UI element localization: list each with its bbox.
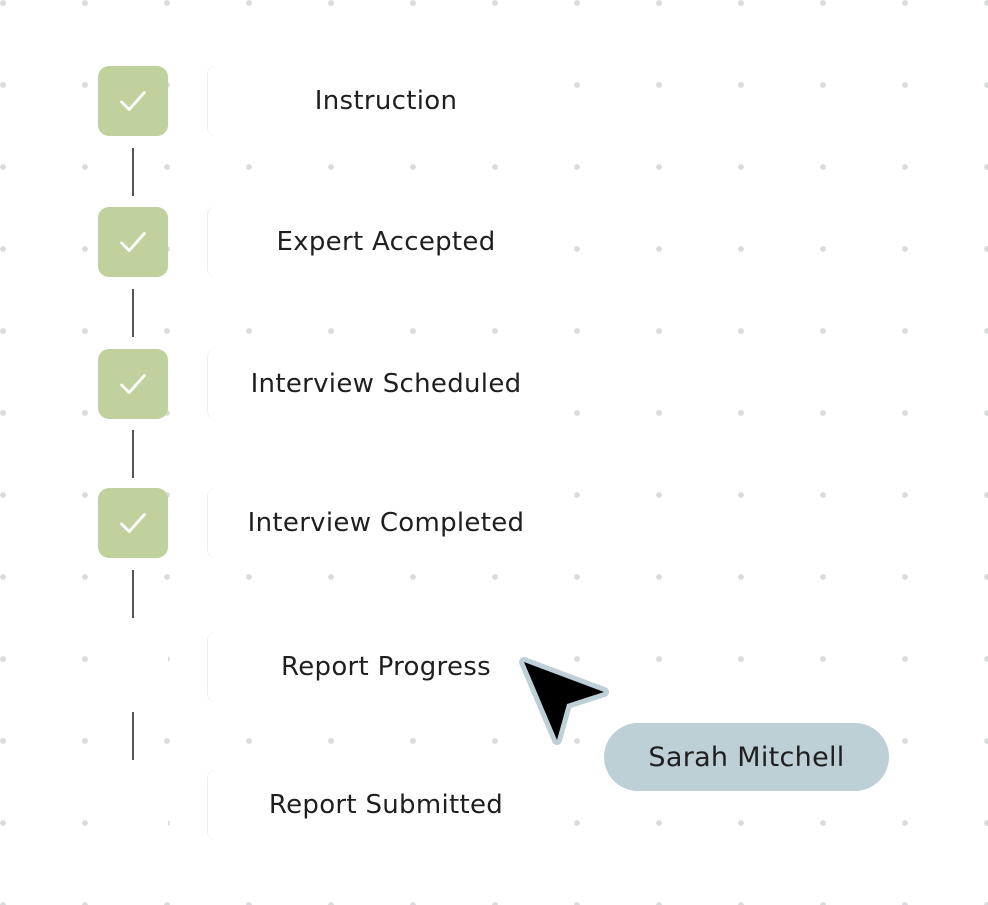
step-status-box (98, 349, 168, 419)
step-status-box (98, 770, 168, 840)
step-label: Report Submitted (208, 770, 564, 840)
timeline-connector (132, 148, 134, 196)
step-label: Expert Accepted (208, 207, 564, 277)
timeline-connector (132, 712, 134, 760)
step-label: Report Progress (208, 632, 564, 702)
checkmark-icon (120, 232, 146, 252)
timeline-connector (132, 289, 134, 337)
step-label: Interview Scheduled (208, 349, 564, 419)
step-label: Instruction (208, 66, 564, 136)
step-status-box (98, 488, 168, 558)
timeline-connector (132, 570, 134, 618)
checkmark-icon (120, 374, 146, 394)
timeline-connector (132, 430, 134, 478)
step-status-box (98, 207, 168, 277)
step-label: Interview Completed (208, 488, 564, 558)
step-status-box (98, 66, 168, 136)
checkmark-icon (120, 513, 146, 533)
collaborator-name-tag: Sarah Mitchell (604, 723, 889, 791)
cursor-pointer-icon (519, 657, 609, 745)
step-status-box (98, 632, 168, 702)
checkmark-icon (120, 91, 146, 111)
